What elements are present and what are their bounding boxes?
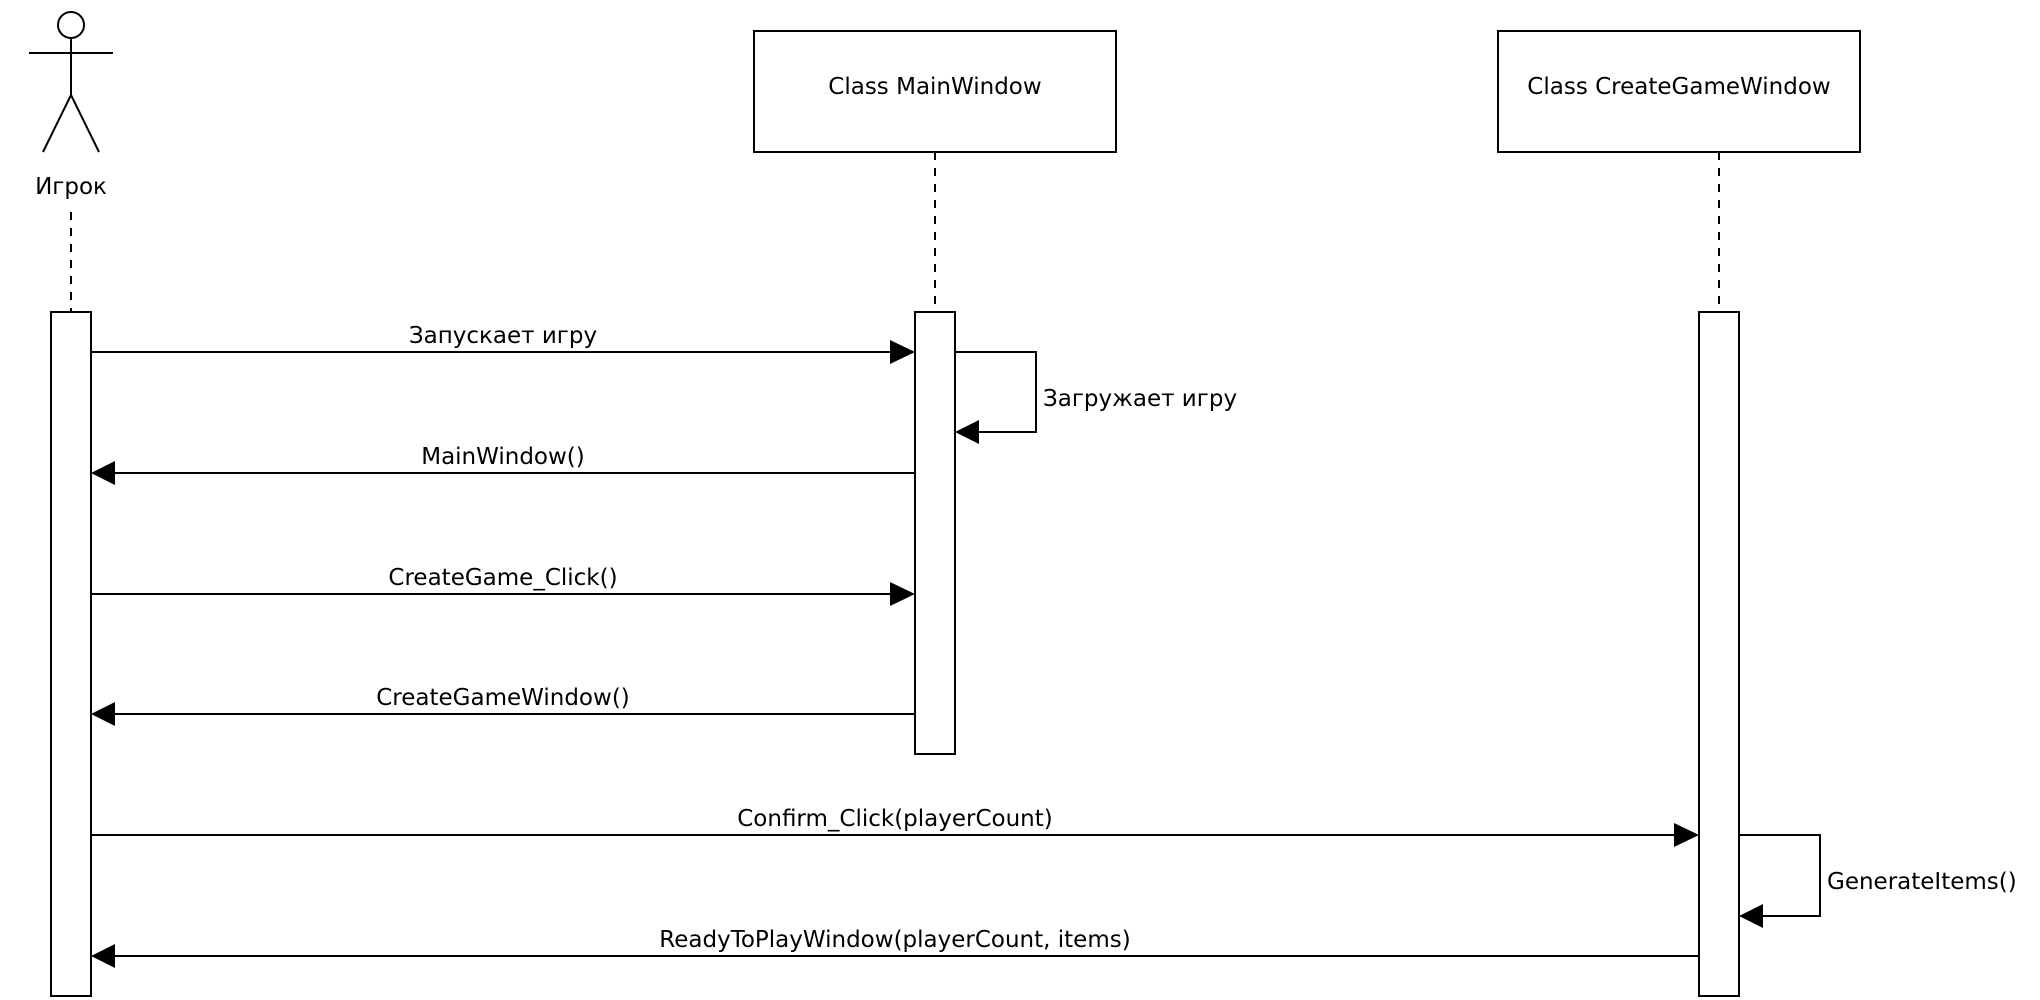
message-label-ready-to-play: ReadyToPlayWindow(playerCount, items)	[659, 927, 1130, 953]
class-label-create-game-window: Class CreateGameWindow	[1527, 74, 1830, 100]
actor-right-leg	[70, 94, 100, 153]
activation-player	[50, 311, 92, 997]
arrowhead-load-game	[955, 420, 979, 444]
activation-create-game-window	[1698, 311, 1740, 997]
actor-head	[57, 11, 85, 39]
arrowhead-confirm-click	[1674, 823, 1699, 847]
class-box-create-game-window	[1497, 30, 1861, 153]
message-label-load-game: Загружает игру	[1043, 386, 1237, 412]
message-label-generate-items: GenerateItems()	[1827, 869, 2017, 895]
class-label-main-window: Class MainWindow	[828, 74, 1041, 100]
activation-main-window	[914, 311, 956, 755]
self-message-load-game	[955, 351, 1037, 433]
actor-left-leg	[42, 94, 72, 153]
message-label-main-window: MainWindow()	[421, 444, 585, 470]
message-label-confirm-click: Confirm_Click(playerCount)	[737, 806, 1053, 832]
arrowhead-generate-items	[1739, 904, 1763, 928]
message-label-create-game-click: CreateGame_Click()	[388, 565, 617, 591]
arrowhead-start-game	[890, 340, 915, 364]
message-label-create-game-window: CreateGameWindow()	[376, 685, 630, 711]
arrowhead-main-window	[91, 461, 115, 485]
arrowhead-create-game-window	[91, 702, 115, 726]
message-label-start-game: Запускает игру	[409, 323, 597, 349]
actor-label: Игрок	[35, 174, 107, 200]
self-message-generate-items	[1739, 834, 1821, 917]
arrowhead-ready-to-play	[91, 944, 115, 968]
arrowhead-create-game-click	[890, 582, 915, 606]
actor-player	[29, 11, 113, 153]
class-box-main-window	[753, 30, 1117, 153]
